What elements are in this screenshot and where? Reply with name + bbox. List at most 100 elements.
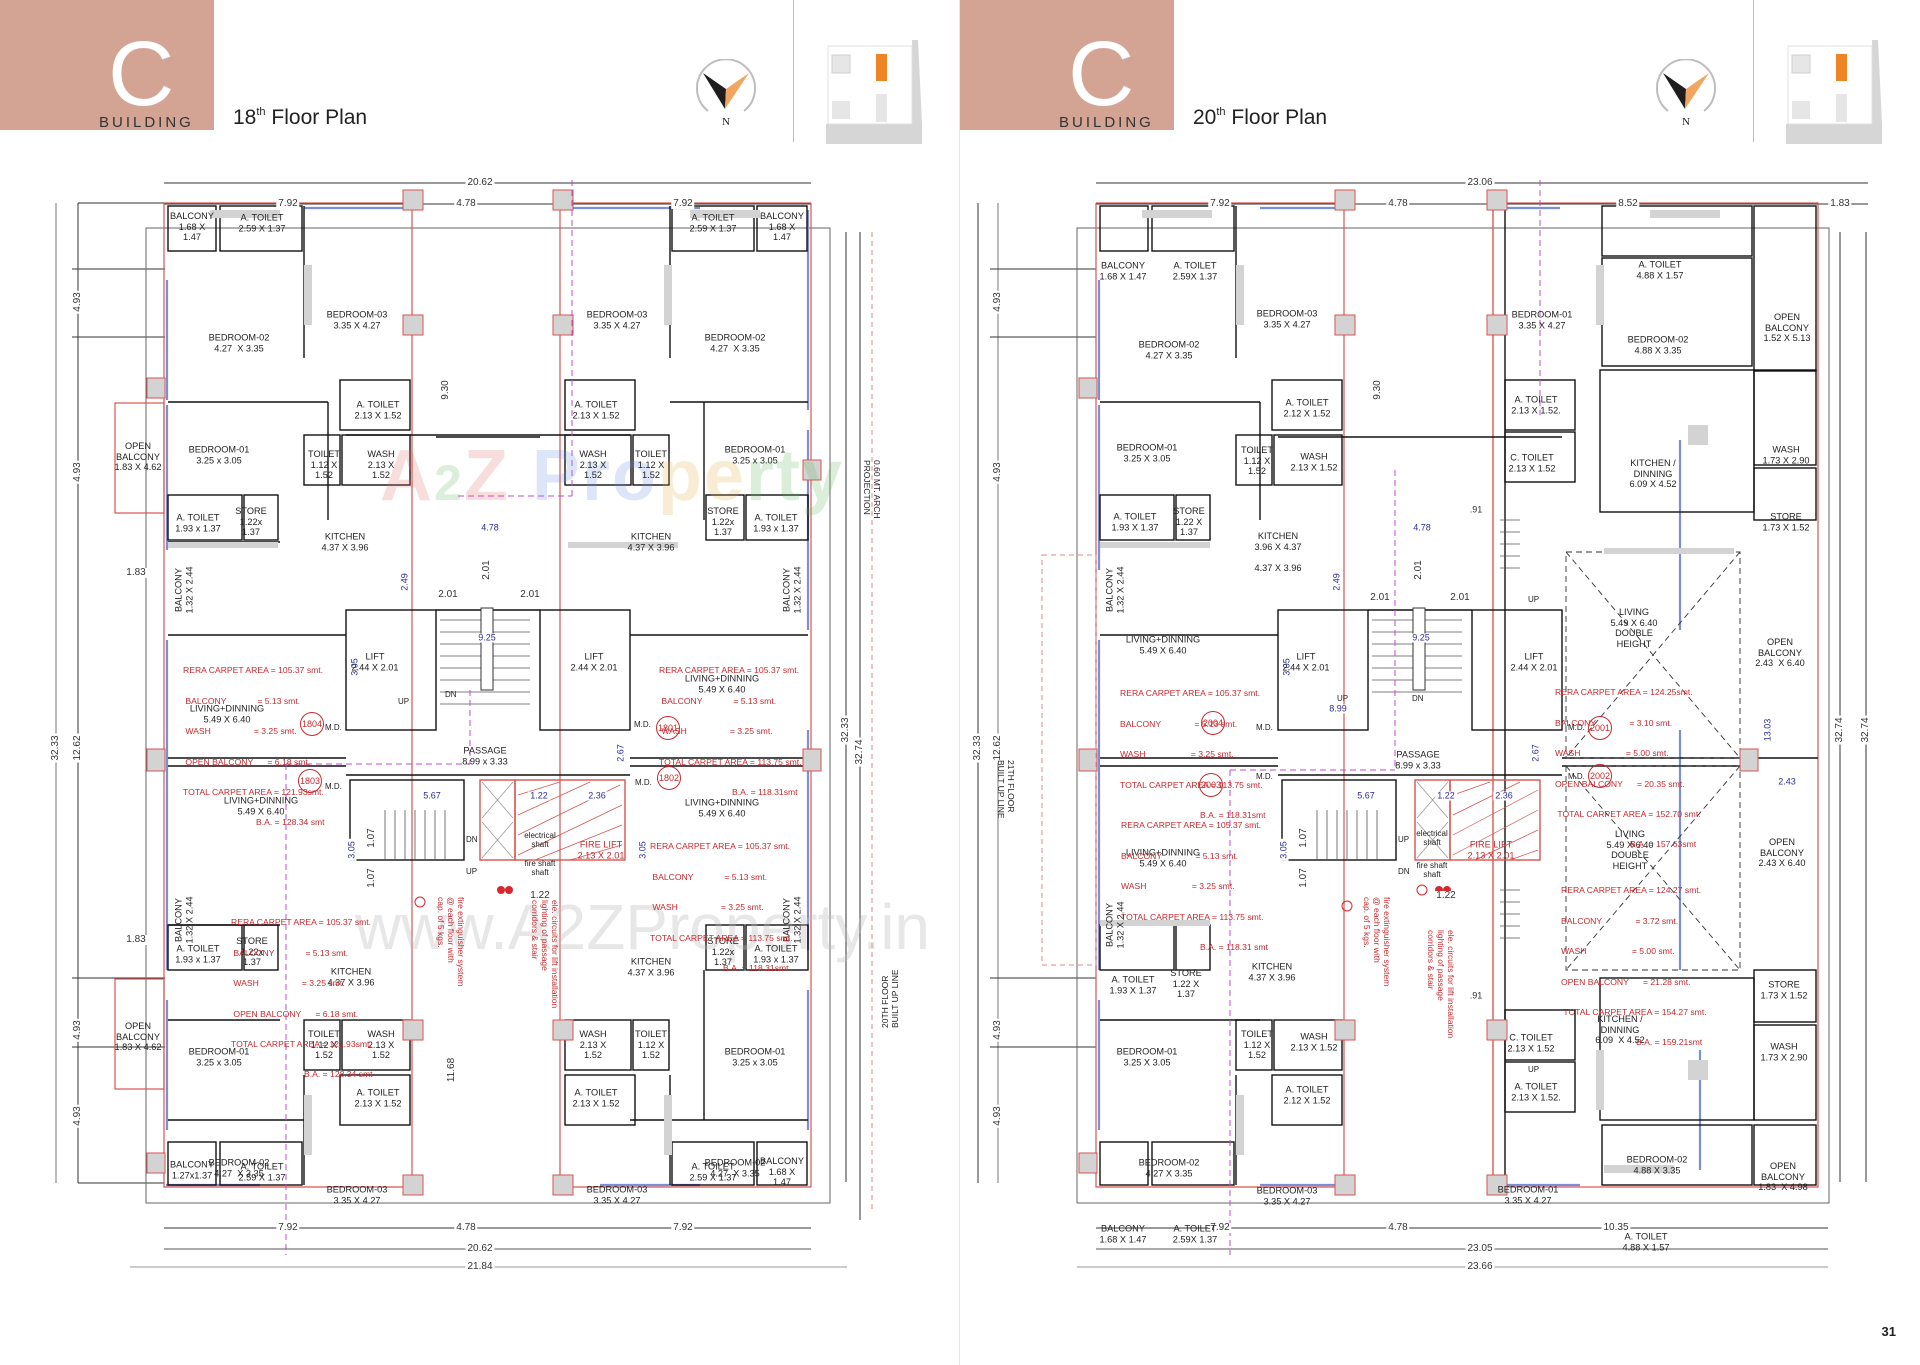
rera-area-table-1802: RERA CARPET AREA = 105.37 smt. BALCONY =… (650, 841, 793, 973)
room-kitchen-dining: KITCHEN / DINNING 6.09 X 4.52 (1595, 1014, 1645, 1046)
room-bedroom-03: BEDROOM-03 3.35 X 4.27 (326, 1184, 388, 1205)
dim-right-overall2: 32.74 (1860, 715, 1871, 745)
room-bedroom-02: BEDROOM-02 4.27 X 3.35 (208, 332, 270, 353)
room-store: STORE 1.73 X 1.52 (1762, 511, 1810, 532)
room-balcony: BALCONY 1.68 X 1.47 (760, 211, 804, 243)
dim-firelift-w: 2.36 (586, 790, 608, 801)
room-living-dining: LIVING+DINNING 5.49 X 6.40 (223, 795, 299, 816)
room-kitchen: KITCHEN 4.37 X 3.96 (627, 531, 675, 552)
stair-dn-label: DN (1412, 694, 1424, 703)
room-balcony: BALCONY 1.68 X 1.47 (1099, 1223, 1147, 1244)
room-store: STORE 1.22x 1.37 (235, 506, 267, 538)
room-lift: LIFT 2.44 X 2.01 (570, 651, 618, 672)
room-attached-toilet: A. TOILET 2.13 X 1.52 (354, 1087, 402, 1108)
room-attached-toilet: A. TOILET 1.93 x 1.37 (753, 512, 799, 533)
room-kitchen: KITCHEN 4.37 X 3.96 (627, 956, 675, 977)
dim-shaft-w2: 1.22 (528, 890, 552, 901)
room-attached-toilet: A. TOILET 2.59 X 1.37 (689, 212, 737, 233)
unit-number-badge: 2003 (1199, 773, 1223, 797)
room-bedroom-03: BEDROOM-03 3.35 X 4.27 (326, 309, 388, 330)
main-door-label: M.D. (634, 720, 651, 729)
room-attached-toilet: A. TOILET 1.93 X 1.37 (1111, 511, 1159, 532)
dim-step-bottom: .91 (1467, 990, 1485, 1001)
main-door-label: M.D. (1568, 723, 1585, 732)
room-attached-toilet: A. TOILET 2.12 X 1.52 (1283, 397, 1331, 418)
room-attached-toilet: A. TOILET 2.12 X 1.52 (1283, 1084, 1331, 1105)
rera-area-table-1801: RERA CARPET AREA = 105.37 smt. BALCONY =… (659, 665, 802, 797)
floor-plan-drawing: 23.06 7.92 4.78 8.52 1.83 7.92 4.78 10.3… (960, 170, 1920, 1365)
dim-bottom-left: 7.92 (1208, 1222, 1232, 1233)
main-door-label: M.D. (1256, 772, 1273, 781)
room-living-dining: LIVING+DINNING 5.49 X 6.40 (1125, 634, 1201, 655)
room-wash: WASH 1.73 X 2.90 (1762, 444, 1810, 465)
dim-right-lobby: 2.67 (615, 742, 626, 764)
dim-top-right: 7.92 (671, 198, 695, 209)
dim-passage-w: 8.99 (1327, 703, 1349, 714)
dim-top-right: 8.52 (1616, 198, 1640, 209)
room-balcony: BALCONY 1.68 X 1.47 (1099, 260, 1147, 281)
dim-left-bot2: 4.93 (72, 1104, 83, 1128)
dim-right-overall2: 32.74 (854, 737, 865, 767)
room-attached-toilet: A. TOILET 2.59 X 1.37 (238, 212, 286, 233)
room-kitchen: KITCHEN 4.37 X 3.96 (1248, 961, 1296, 982)
note-fire-extinguisher: fire extinguisher system @ each floor wi… (1361, 897, 1392, 987)
dim-bottom-mid: 4.78 (454, 1222, 478, 1233)
dim-stair-run1: 1.07 (366, 826, 377, 850)
dim-bottom-overall: 20.62 (465, 1243, 495, 1254)
unit-number-badge: 2001 (1588, 716, 1612, 740)
header-divider (1753, 0, 1754, 142)
room-kitchen-dining: KITCHEN / DINNING 6.09 X 4.52 (1629, 458, 1677, 490)
dim-stair-run2: 1.07 (1298, 866, 1309, 890)
unit-number-badge: 1803 (298, 769, 322, 793)
dim-core-width: 4.78 (1411, 522, 1433, 533)
stair-up-label: UP (466, 867, 478, 876)
room-store: STORE 1.22 X 1.37 (1170, 968, 1202, 1000)
room-store: STORE 1.22x 1.37 (707, 936, 739, 968)
building-letter: C (108, 23, 175, 125)
dim-step-top: .91 (1467, 504, 1485, 515)
compass-n-label: N (1682, 116, 1690, 128)
dim-bottom-right: 7.92 (671, 1222, 695, 1233)
room-attached-toilet: A. TOILET 1.93 x 1.37 (753, 943, 799, 964)
room-balcony: BALCONY 1.27x1.37 (170, 1159, 214, 1180)
room-wash: WASH 2.13 X 1.52 (1290, 1031, 1338, 1052)
stair-up-label: UP (1337, 694, 1349, 703)
room-attached-toilet: A. TOILET 2.13 X 1.52 (572, 1087, 620, 1108)
rera-area-table-1804: RERA CARPET AREA = 105.37 smt. BALCONY =… (183, 665, 325, 828)
dim-lower-lift-h: 3.05 (1278, 839, 1289, 861)
room-bedroom-02: BEDROOM-02 4.27 X 3.35 (208, 1157, 270, 1178)
room-balcony: BALCONY 1.32 X 2.44 (173, 896, 194, 944)
dim-core-width: 4.78 (479, 522, 501, 533)
dim-bottom-left: 7.92 (276, 1222, 300, 1233)
dim-firelift-w: 2.36 (1493, 790, 1515, 801)
dim-top-left: 7.92 (276, 198, 300, 209)
room-bedroom-02: BEDROOM-02 4.27 X 3.35 (1138, 339, 1200, 360)
rera-area-table-2001: RERA CARPET AREA = 124.25smt. BALCONY = … (1555, 687, 1701, 850)
room-attached-toilet: A. TOILET 2.13 X 1.52 (572, 399, 620, 420)
dim-top-mid: 4.78 (454, 198, 478, 209)
room-attached-toilet: A. TOILET 1.93 x 1.37 (175, 512, 221, 533)
room-fire-shaft: fire shaft shaft (524, 858, 556, 877)
room-toilet: TOILET 1.12 X 1.52 (635, 449, 667, 481)
plan-linework (977, 180, 1868, 1268)
floor-plan-page-20: C BUILDING 20th Floor Plan N (960, 0, 1920, 1365)
main-door-label: M.D. (325, 782, 342, 791)
dim-core-height: 9.30 (440, 378, 451, 402)
room-bedroom-01: BEDROOM-01 3.25 X 3.05 (1116, 1046, 1178, 1067)
dim-top-right2: 1.83 (1828, 198, 1852, 209)
dim-top-mid: 4.78 (1386, 198, 1410, 209)
unit-number-badge: 1801 (656, 716, 680, 740)
room-fire-shaft: fire shaft shaft (1416, 860, 1448, 879)
dim-left-overall: 32.33 (50, 733, 61, 763)
room-common-toilet: C. TOILET 2.13 X 1.52 (1508, 452, 1556, 473)
dim-right-inner: 13.03 (1762, 716, 1773, 744)
main-door-label: M.D. (635, 778, 652, 787)
room-balcony: BALCONY 1.32 X 2.44 (781, 566, 802, 614)
dim-stair-h: 2.01 (1413, 558, 1424, 582)
room-balcony: BALCONY 1.68 X 1.47 (170, 211, 214, 243)
room-living-dining: LIVING+DINNING 5.49 X 6.40 (1125, 847, 1201, 868)
note-built-up-line: 20TH FLOOR BUILT UP LINE (880, 969, 901, 1028)
room-living-dining: LIVING+DINNING 5.49 X 6.40 (684, 673, 760, 694)
room-electrical-shaft: electrical shaft (524, 830, 556, 849)
room-open-balcony: OPEN BALCONY 1.83 X 4.98 (1758, 1161, 1808, 1193)
